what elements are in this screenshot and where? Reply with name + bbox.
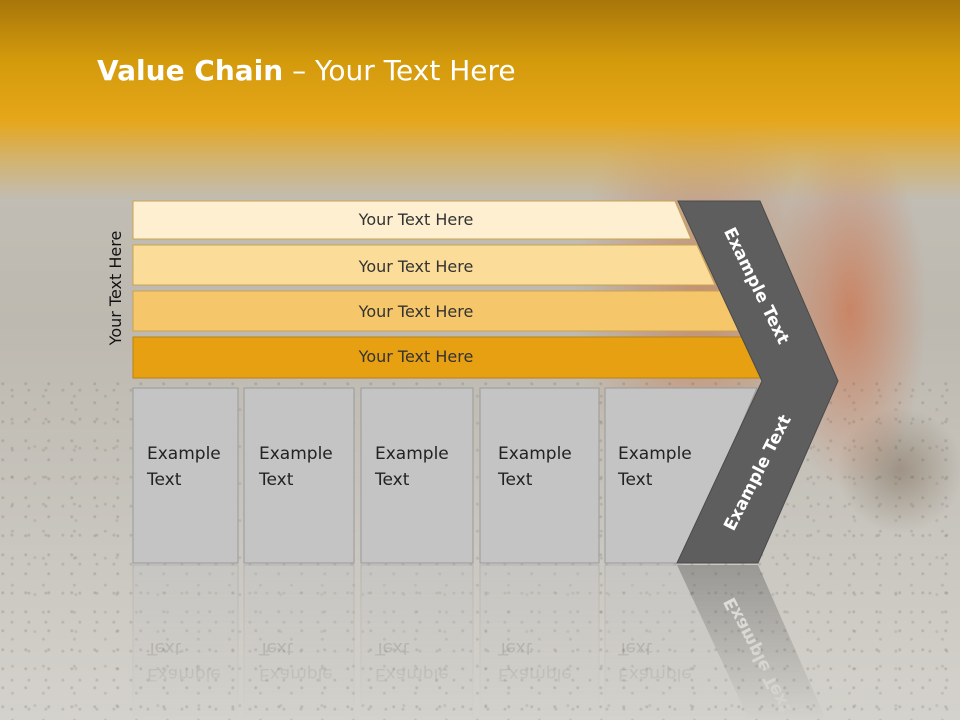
box-4[interactable] bbox=[479, 387, 600, 564]
reflection-box-2-line1: Example bbox=[259, 664, 333, 684]
box-2-line1: Example bbox=[259, 444, 333, 464]
box-2-line2: Text bbox=[258, 470, 294, 490]
box-1-line1: Example bbox=[147, 444, 221, 464]
box-1-line2: Text bbox=[146, 470, 182, 490]
slide-title-rest: – Your Text Here bbox=[283, 54, 516, 87]
reflection-box-4-line1: Example bbox=[498, 664, 572, 684]
slide-title-bold: Value Chain bbox=[97, 54, 284, 87]
bar-1[interactable] bbox=[132, 200, 692, 240]
reflection-box-2-text: Example Text bbox=[258, 638, 333, 684]
reflection-box-5-text: Example Text bbox=[617, 638, 692, 684]
reflection-box-3-line1: Example bbox=[375, 664, 449, 684]
side-label: Your Text Here bbox=[106, 231, 125, 347]
bar-2-label: Your Text Here bbox=[358, 257, 474, 276]
reflection-box-1-line1: Example bbox=[147, 664, 221, 684]
bar-1-label: Your Text Here bbox=[358, 210, 474, 229]
reflection-box-3-line2: Text bbox=[374, 638, 410, 658]
bar-4-label: Your Text Here bbox=[358, 347, 474, 366]
box-1[interactable] bbox=[132, 387, 239, 564]
reflection-box-2 bbox=[243, 564, 355, 720]
reflection-box-2-line2: Text bbox=[258, 638, 294, 658]
box-5-line2: Text bbox=[617, 470, 653, 490]
box-3-line1: Example bbox=[375, 444, 449, 464]
chevron-group: Example Text Example Text bbox=[676, 200, 839, 564]
reflection: Example Text Example Text Example Text Exam… bbox=[132, 564, 827, 720]
chevron-arrow[interactable] bbox=[676, 200, 839, 564]
box-3-line2: Text bbox=[374, 470, 410, 490]
title-band bbox=[0, 0, 960, 200]
reflection-box-3 bbox=[360, 564, 474, 720]
reflection-box-1-line2: Text bbox=[146, 638, 182, 658]
reflection-box-5-line1: Example bbox=[618, 664, 692, 684]
reflection-box-1 bbox=[132, 564, 239, 720]
bar-3-label: Your Text Here bbox=[358, 302, 474, 321]
box-5-line1: Example bbox=[618, 444, 692, 464]
reflection-box-4-line2: Text bbox=[497, 638, 533, 658]
reflection-chevron bbox=[677, 565, 827, 720]
reflection-box-5-line2: Text bbox=[617, 638, 653, 658]
reflection-box-3-text: Example Text bbox=[374, 638, 449, 684]
slide-title: Value Chain – Your Text Here bbox=[97, 54, 516, 87]
box-3[interactable] bbox=[360, 387, 474, 564]
reflection-box-4-text: Example Text bbox=[497, 638, 572, 684]
box-4-line1: Example bbox=[498, 444, 572, 464]
reflection-box-1-text: Example Text bbox=[146, 638, 221, 684]
box-2[interactable] bbox=[243, 387, 355, 564]
box-4-line2: Text bbox=[497, 470, 533, 490]
reflection-box-4 bbox=[479, 564, 600, 720]
bar-2[interactable] bbox=[132, 244, 716, 286]
bars-group: Your Text Here Your Text Here Your Text … bbox=[132, 200, 764, 379]
